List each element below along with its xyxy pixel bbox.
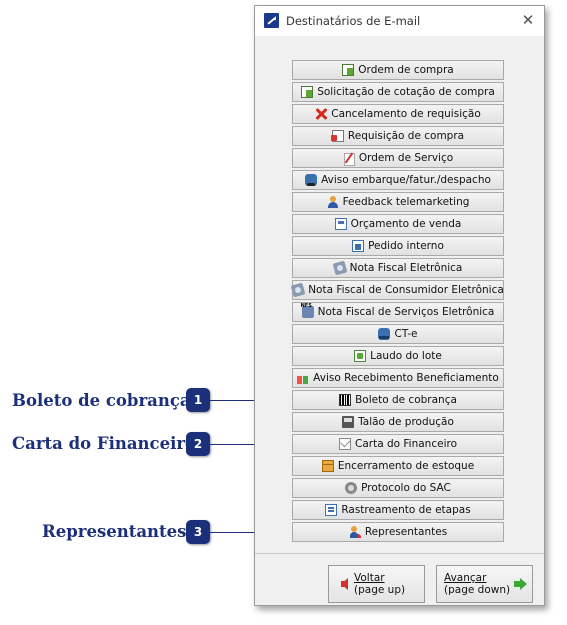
red-x-icon	[315, 108, 327, 120]
person-icon	[327, 196, 339, 208]
next-button-text: Avançar (page down)	[444, 572, 510, 596]
recipient-button-nota-fiscal-eletronica[interactable]: Nota Fiscal Eletrônica	[292, 258, 504, 278]
next-shortcut: (page down)	[444, 584, 511, 596]
recipient-button-label: Talão de produção	[358, 416, 454, 428]
calculator-icon	[334, 218, 347, 230]
window-title: Destinatários de E-mail	[286, 14, 421, 28]
pencil-document-icon	[343, 152, 355, 166]
recipient-button-feedback-telemarketing[interactable]: Feedback telemarketing	[292, 192, 504, 212]
recipient-button-cancelamento-de-requisicao[interactable]: Cancelamento de requisição	[292, 104, 504, 124]
recipient-button-label: Nota Fiscal Eletrônica	[349, 262, 463, 274]
recipient-button-label: CT-e	[394, 328, 418, 340]
printer-icon	[342, 416, 355, 428]
cte-truck-icon	[378, 328, 391, 340]
recipient-button-label: Carta do Financeiro	[355, 438, 457, 450]
callout-label-representantes: Representantes	[42, 522, 187, 541]
recipient-button-label: Laudo do lote	[370, 350, 442, 362]
recipient-button-label: Pedido interno	[368, 240, 444, 252]
title-bar[interactable]: Destinatários de E-mail ✕	[255, 6, 544, 37]
recipient-button-ordem-de-servico[interactable]: Ordem de Serviço	[292, 148, 504, 168]
recipient-button-label: Boleto de cobrança	[355, 394, 457, 406]
app-logo-icon	[264, 13, 279, 28]
requisition-icon	[330, 130, 344, 142]
callout-label-carta: Carta do Financeiro	[12, 434, 197, 453]
recipient-button-label: Orçamento de venda	[350, 218, 462, 230]
recipient-button-label: Nota Fiscal de Serviços Eletrônica	[317, 306, 495, 318]
callout-badge-1: 1	[186, 388, 210, 412]
nfs-icon	[301, 303, 314, 318]
recipient-button-boleto-de-cobranca[interactable]: Boleto de cobrança	[292, 390, 504, 410]
recipient-button-requisicao-de-compra[interactable]: Requisição de compra	[292, 126, 504, 146]
recipient-button-label: Aviso Recebimento Beneficiamento	[313, 372, 499, 384]
recipient-button-aviso-embarque-fatur-despacho[interactable]: Aviso embarque/fatur./despacho	[292, 170, 504, 190]
disc-icon	[345, 482, 358, 494]
truck-icon	[305, 174, 318, 186]
recipient-button-ordem-de-compra[interactable]: Ordem de compra	[292, 60, 504, 80]
back-shortcut: (page up)	[354, 584, 406, 596]
back-label: Voltar	[354, 572, 385, 584]
arrow-right-icon	[514, 578, 528, 590]
recipient-button-rastreamento-de-etapas[interactable]: Rastreamento de etapas	[292, 500, 504, 520]
recipient-button-label: Protocolo do SAC	[361, 482, 451, 494]
back-button-text: Voltar (page up)	[354, 572, 405, 596]
recipient-button-label: Cancelamento de requisição	[331, 108, 481, 120]
recipient-button-talao-de-producao[interactable]: Talão de produção	[292, 412, 504, 432]
envelope-icon	[339, 438, 351, 450]
recipient-button-label: Feedback telemarketing	[342, 196, 470, 208]
recipient-button-encerramento-de-estoque[interactable]: Encerramento de estoque	[292, 456, 504, 476]
box-icon	[321, 460, 334, 472]
arrow-left-icon	[341, 578, 348, 590]
back-button[interactable]: Voltar (page up)	[328, 565, 425, 603]
recipient-button-nota-fiscal-de-servicos-eletronica[interactable]: Nota Fiscal de Serviços Eletrônica	[292, 302, 504, 322]
next-button[interactable]: Avançar (page down)	[436, 565, 533, 603]
recipient-button-nota-fiscal-de-consumidor-eletronica[interactable]: Nota Fiscal de Consumidor Eletrônica	[290, 280, 504, 300]
recipient-button-protocolo-do-sac[interactable]: Protocolo do SAC	[292, 478, 504, 498]
barcode-icon	[339, 394, 352, 406]
report-icon	[354, 350, 367, 362]
recipient-button-orcamento-de-venda[interactable]: Orçamento de venda	[292, 214, 504, 234]
representative-icon	[349, 526, 361, 538]
callout-badge-2: 2	[186, 432, 210, 456]
recipient-button-laudo-do-lote[interactable]: Laudo do lote	[292, 346, 504, 366]
checklist-icon	[325, 504, 338, 516]
recipient-button-label: Encerramento de estoque	[337, 460, 475, 472]
document-green-icon	[342, 64, 355, 76]
recipient-button-aviso-recebimento-beneficiamento[interactable]: Aviso Recebimento Beneficiamento	[292, 368, 504, 388]
document-green-icon	[301, 86, 314, 98]
order-document-icon	[352, 240, 365, 252]
recipient-button-label: Requisição de compra	[347, 130, 465, 142]
recipient-button-label: Ordem de compra	[358, 64, 454, 76]
recipient-button-representantes[interactable]: Representantes	[292, 522, 504, 542]
next-label: Avançar	[444, 572, 487, 584]
callout-badge-3: 3	[186, 520, 210, 544]
recipient-button-carta-do-financeiro[interactable]: Carta do Financeiro	[292, 434, 504, 454]
recipient-button-label: Solicitação de cotação de compra	[317, 86, 495, 98]
footer-divider	[255, 553, 544, 554]
recipient-button-label: Ordem de Serviço	[358, 152, 454, 164]
recipient-button-pedido-interno[interactable]: Pedido interno	[292, 236, 504, 256]
recipient-button-solicitacao-de-cotacao-de-compra[interactable]: Solicitação de cotação de compra	[292, 82, 504, 102]
recipient-button-label: Aviso embarque/fatur./despacho	[321, 174, 491, 186]
email-recipients-dialog: Destinatários de E-mail ✕ Ordem de compr…	[254, 5, 545, 606]
nfe-icon	[290, 282, 306, 298]
recipient-button-label: Representantes	[364, 526, 448, 538]
recipient-button-ct-e[interactable]: CT-e	[292, 324, 504, 344]
close-icon[interactable]: ✕	[521, 11, 535, 29]
bottles-icon	[297, 372, 309, 384]
callout-label-boleto: Boleto de cobrança	[12, 391, 191, 410]
nfe-icon	[332, 260, 347, 276]
recipient-button-label: Nota Fiscal de Consumidor Eletrônica	[308, 284, 504, 296]
recipient-button-label: Rastreamento de etapas	[341, 504, 471, 516]
